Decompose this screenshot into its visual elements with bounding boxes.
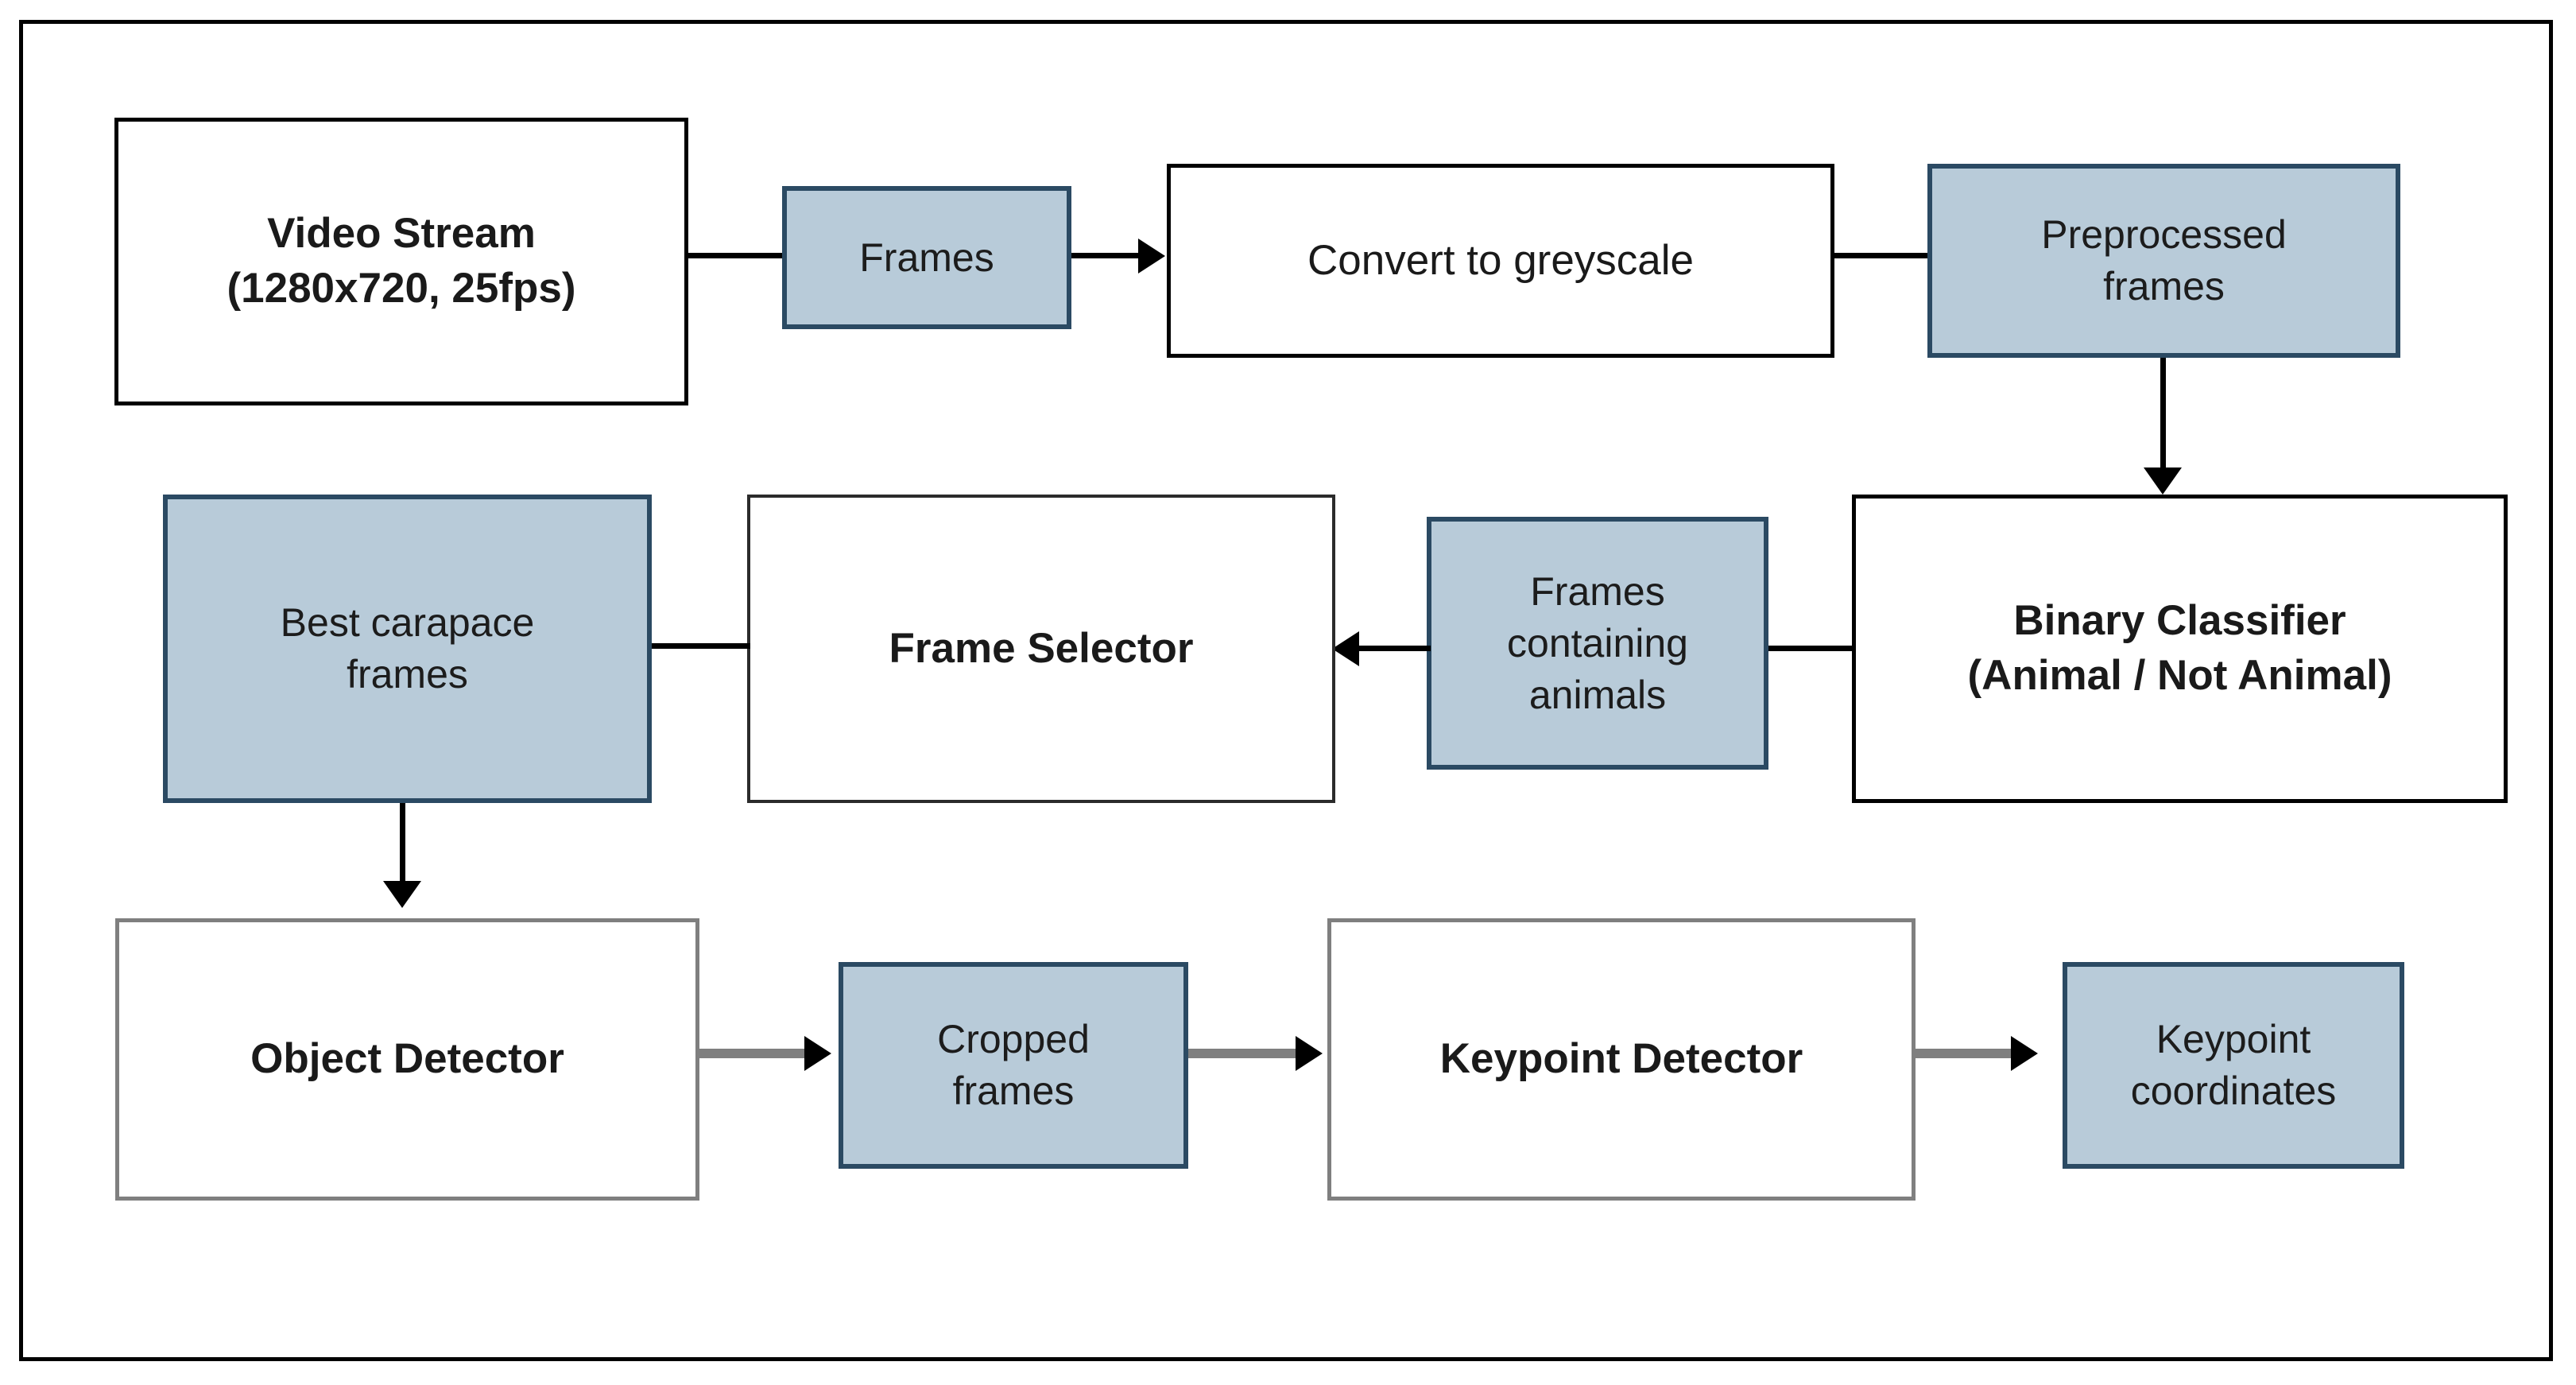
- edge-best-carapace-to-object-detector: [400, 803, 405, 889]
- node-video-stream: Video Stream (1280x720, 25fps): [114, 118, 688, 405]
- node-frame-selector: Frame Selector: [747, 495, 1335, 803]
- node-object-detector: Object Detector: [115, 918, 699, 1201]
- arrowhead-frames-animals-to-selector: [1332, 631, 1359, 666]
- edge-frames-to-convert: [1071, 253, 1143, 258]
- arrowhead-preprocessed-to-classifier: [2144, 467, 2182, 495]
- arrowhead-object-detector-to-cropped: [804, 1036, 831, 1071]
- edge-preprocessed-to-classifier: [2160, 358, 2166, 475]
- node-best-carapace-frames: Best carapace frames: [163, 495, 652, 803]
- arrowhead-best-carapace-to-object-detector: [383, 881, 421, 908]
- edge-convert-to-preprocessed: [1834, 253, 1930, 258]
- node-frames-containing-animals: Frames containing animals: [1427, 517, 1768, 770]
- edge-selector-to-best-carapace: [650, 643, 750, 649]
- node-keypoint-coordinates: Keypoint coordinates: [2063, 962, 2404, 1169]
- arrowhead-keypoint-detector-to-coords: [2011, 1036, 2038, 1071]
- edge-object-detector-to-cropped: [699, 1049, 807, 1058]
- edge-video-stream-to-frames: [688, 253, 785, 258]
- edge-frames-animals-to-selector: [1359, 646, 1431, 651]
- node-keypoint-detector: Keypoint Detector: [1327, 918, 1916, 1201]
- arrowhead-cropped-to-keypoint-detector: [1296, 1036, 1323, 1071]
- node-binary-classifier: Binary Classifier (Animal / Not Animal): [1852, 495, 2508, 803]
- node-frames: Frames: [782, 186, 1071, 329]
- node-cropped-frames: Cropped frames: [839, 962, 1188, 1169]
- arrowhead-frames-to-convert: [1138, 239, 1165, 274]
- node-convert-to-greyscale: Convert to greyscale: [1167, 164, 1834, 358]
- edge-cropped-to-keypoint-detector: [1188, 1049, 1300, 1058]
- node-preprocessed-frames: Preprocessed frames: [1927, 164, 2400, 358]
- edge-classifier-to-frames-animals: [1766, 646, 1855, 651]
- edge-keypoint-detector-to-coords: [1916, 1049, 2015, 1058]
